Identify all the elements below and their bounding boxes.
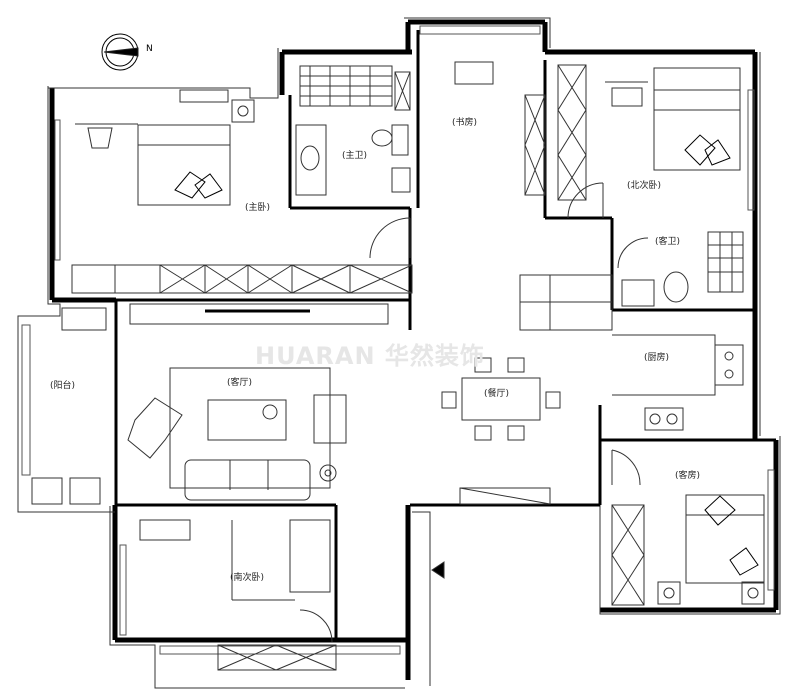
master-bath-fixtures — [295, 65, 411, 196]
room-label-living-room: (客厅) — [227, 378, 253, 388]
balcony-fixtures — [31, 307, 107, 505]
compass-icon — [101, 33, 139, 71]
room-label-study: (书房) — [452, 118, 478, 128]
room-label-guest-bath: (客卫) — [655, 237, 681, 247]
room-label-kitchen: (厨房) — [644, 353, 670, 363]
room-label-south-bedroom: (南次卧) — [230, 573, 265, 583]
study-furniture — [454, 61, 494, 85]
exterior-walls — [49, 19, 779, 680]
dining-furniture — [441, 357, 561, 441]
living-furniture — [127, 367, 347, 501]
master-bed — [75, 89, 255, 206]
compass-north-label: N — [146, 44, 153, 54]
guest-bath-fixtures — [621, 231, 744, 307]
room-label-master-bedroom: (主卧) — [245, 203, 271, 213]
room-label-master-bath: (主卫) — [342, 151, 368, 161]
cabinets — [71, 64, 645, 671]
kitchen-fixtures — [519, 274, 744, 431]
room-label-balcony: (阳台) — [50, 381, 76, 391]
room-label-dining-room: (餐厅) — [484, 389, 510, 399]
outer-outline — [17, 17, 781, 689]
doors — [299, 182, 649, 643]
room-label-north-bedroom: (北次卧) — [627, 181, 662, 191]
guest-bed — [657, 494, 765, 605]
windows — [21, 25, 775, 655]
south-bedroom-furniture — [139, 519, 295, 601]
room-label-guest-bedroom: (客房) — [675, 471, 701, 481]
entrance — [459, 487, 551, 505]
north-bed — [605, 67, 741, 171]
watermark-text: HUARAN 华然装饰 — [255, 342, 485, 370]
